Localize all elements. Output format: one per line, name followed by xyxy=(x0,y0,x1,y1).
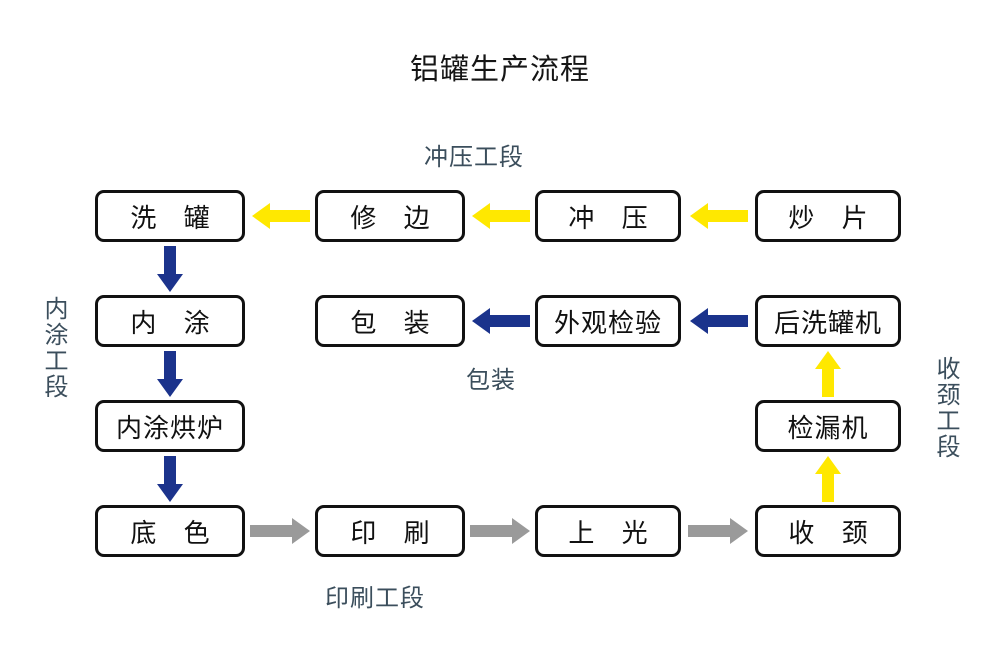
arrow-trim-to-wash-can xyxy=(252,203,310,229)
node-visual-inspection[interactable]: 外观检验 xyxy=(535,295,681,347)
arrow-visual-inspection-to-packaging xyxy=(472,308,530,334)
node-necking[interactable]: 收 颈 xyxy=(755,505,901,557)
section-label-inner-coating: 内涂工段 xyxy=(40,296,67,400)
arrow-necking-to-leak-tester xyxy=(815,456,841,502)
arrow-base-color-to-printing xyxy=(250,518,310,544)
arrow-shaft xyxy=(707,315,748,327)
node-base-color[interactable]: 底 色 xyxy=(95,505,245,557)
arrow-shaft xyxy=(470,525,513,537)
arrow-inner-coat-to-oven xyxy=(157,351,183,397)
arrow-stamping-to-trim xyxy=(472,203,530,229)
node-inner-coat-oven[interactable]: 内涂烘炉 xyxy=(95,400,245,452)
node-inner-coat[interactable]: 内 涂 xyxy=(95,295,245,347)
arrow-shaft xyxy=(250,525,293,537)
arrow-head xyxy=(157,379,183,397)
section-label-printing: 印刷工段 xyxy=(325,585,425,612)
arrow-leak-tester-to-post-washer xyxy=(815,351,841,397)
node-leak-tester[interactable]: 检漏机 xyxy=(755,400,901,452)
arrow-head xyxy=(292,518,310,544)
arrow-shaft xyxy=(489,315,530,327)
node-printing[interactable]: 印 刷 xyxy=(315,505,465,557)
arrow-printing-to-varnish xyxy=(470,518,530,544)
node-blanking[interactable]: 炒 片 xyxy=(755,190,901,242)
arrow-varnish-to-necking xyxy=(688,518,748,544)
arrow-shaft xyxy=(164,351,176,380)
node-trim[interactable]: 修 边 xyxy=(315,190,465,242)
node-wash-can[interactable]: 洗 罐 xyxy=(95,190,245,242)
section-label-stamping: 冲压工段 xyxy=(424,144,524,171)
arrow-shaft xyxy=(822,473,834,502)
node-packaging[interactable]: 包 装 xyxy=(315,295,465,347)
arrow-shaft xyxy=(164,246,176,275)
arrow-shaft xyxy=(269,210,310,222)
arrow-head xyxy=(252,203,270,229)
arrow-shaft xyxy=(164,456,176,485)
arrow-blanking-to-stamping xyxy=(690,203,748,229)
arrow-shaft xyxy=(489,210,530,222)
arrow-head xyxy=(472,308,490,334)
arrow-shaft xyxy=(822,368,834,397)
section-label-necking: 收颈工段 xyxy=(932,356,959,460)
node-post-washer[interactable]: 后洗罐机 xyxy=(755,295,901,347)
arrow-head xyxy=(512,518,530,544)
arrow-head xyxy=(690,308,708,334)
node-varnish[interactable]: 上 光 xyxy=(535,505,681,557)
arrow-head xyxy=(472,203,490,229)
arrow-post-washer-to-visual-inspection xyxy=(690,308,748,334)
arrow-wash-can-to-inner-coat xyxy=(157,246,183,292)
arrow-shaft xyxy=(688,525,731,537)
arrow-head xyxy=(690,203,708,229)
arrow-shaft xyxy=(707,210,748,222)
node-stamping[interactable]: 冲 压 xyxy=(535,190,681,242)
arrow-head xyxy=(157,274,183,292)
arrow-head xyxy=(730,518,748,544)
page-title: 铝罐生产流程 xyxy=(409,54,590,86)
arrow-head xyxy=(815,456,841,474)
section-label-packaging: 包装 xyxy=(466,367,516,394)
arrow-head xyxy=(157,484,183,502)
arrow-head xyxy=(815,351,841,369)
arrow-oven-to-base-color xyxy=(157,456,183,502)
